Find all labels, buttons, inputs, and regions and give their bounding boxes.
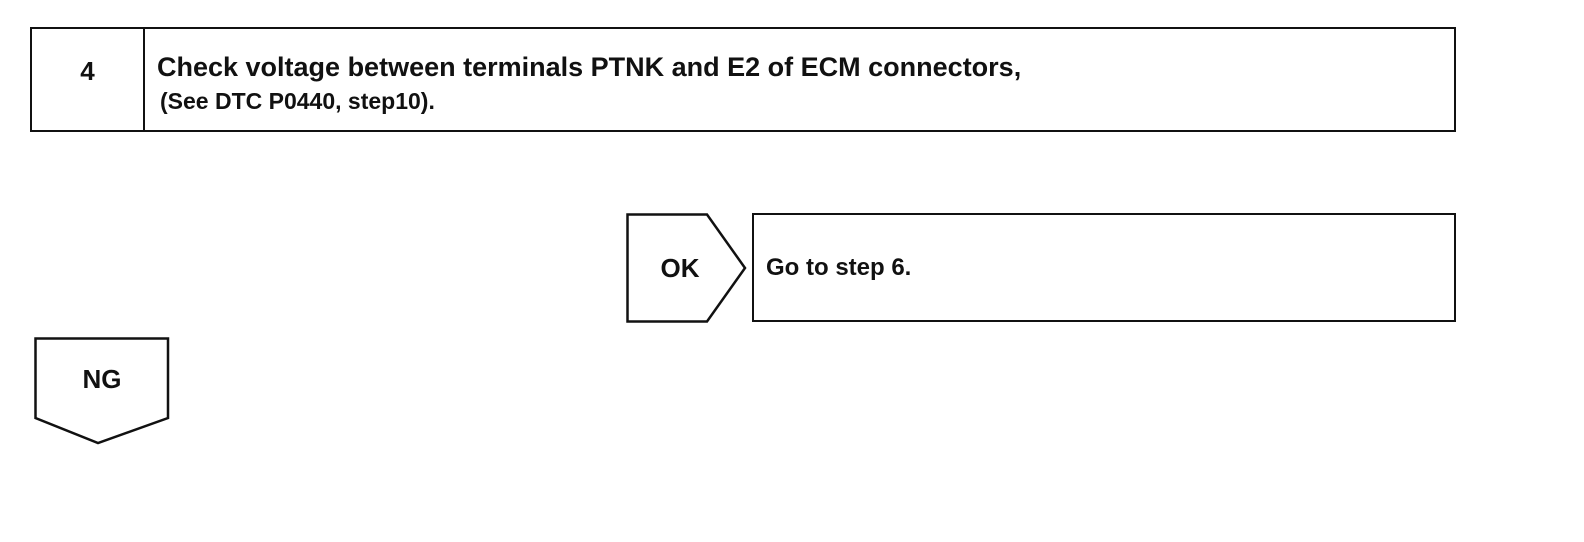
step-reference: (See DTC P0440, step10). — [160, 88, 435, 114]
step-text: Check voltage between terminals PTNK and… — [145, 29, 1454, 130]
step-title: Check voltage between terminals PTNK and… — [157, 52, 1022, 82]
ok-result-box: Go to step 6. — [752, 213, 1456, 322]
ok-branch-arrow: OK — [626, 213, 748, 323]
ng-branch-arrow: NG — [34, 337, 170, 445]
ok-label: OK — [660, 252, 700, 283]
ok-result-text: Go to step 6. — [766, 253, 912, 281]
ng-label: NG — [82, 363, 122, 394]
right-arrow-icon — [626, 213, 747, 323]
step-box: 4 Check voltage between terminals PTNK a… — [30, 27, 1456, 132]
down-arrow-icon — [34, 337, 170, 445]
step-number: 4 — [32, 29, 145, 130]
